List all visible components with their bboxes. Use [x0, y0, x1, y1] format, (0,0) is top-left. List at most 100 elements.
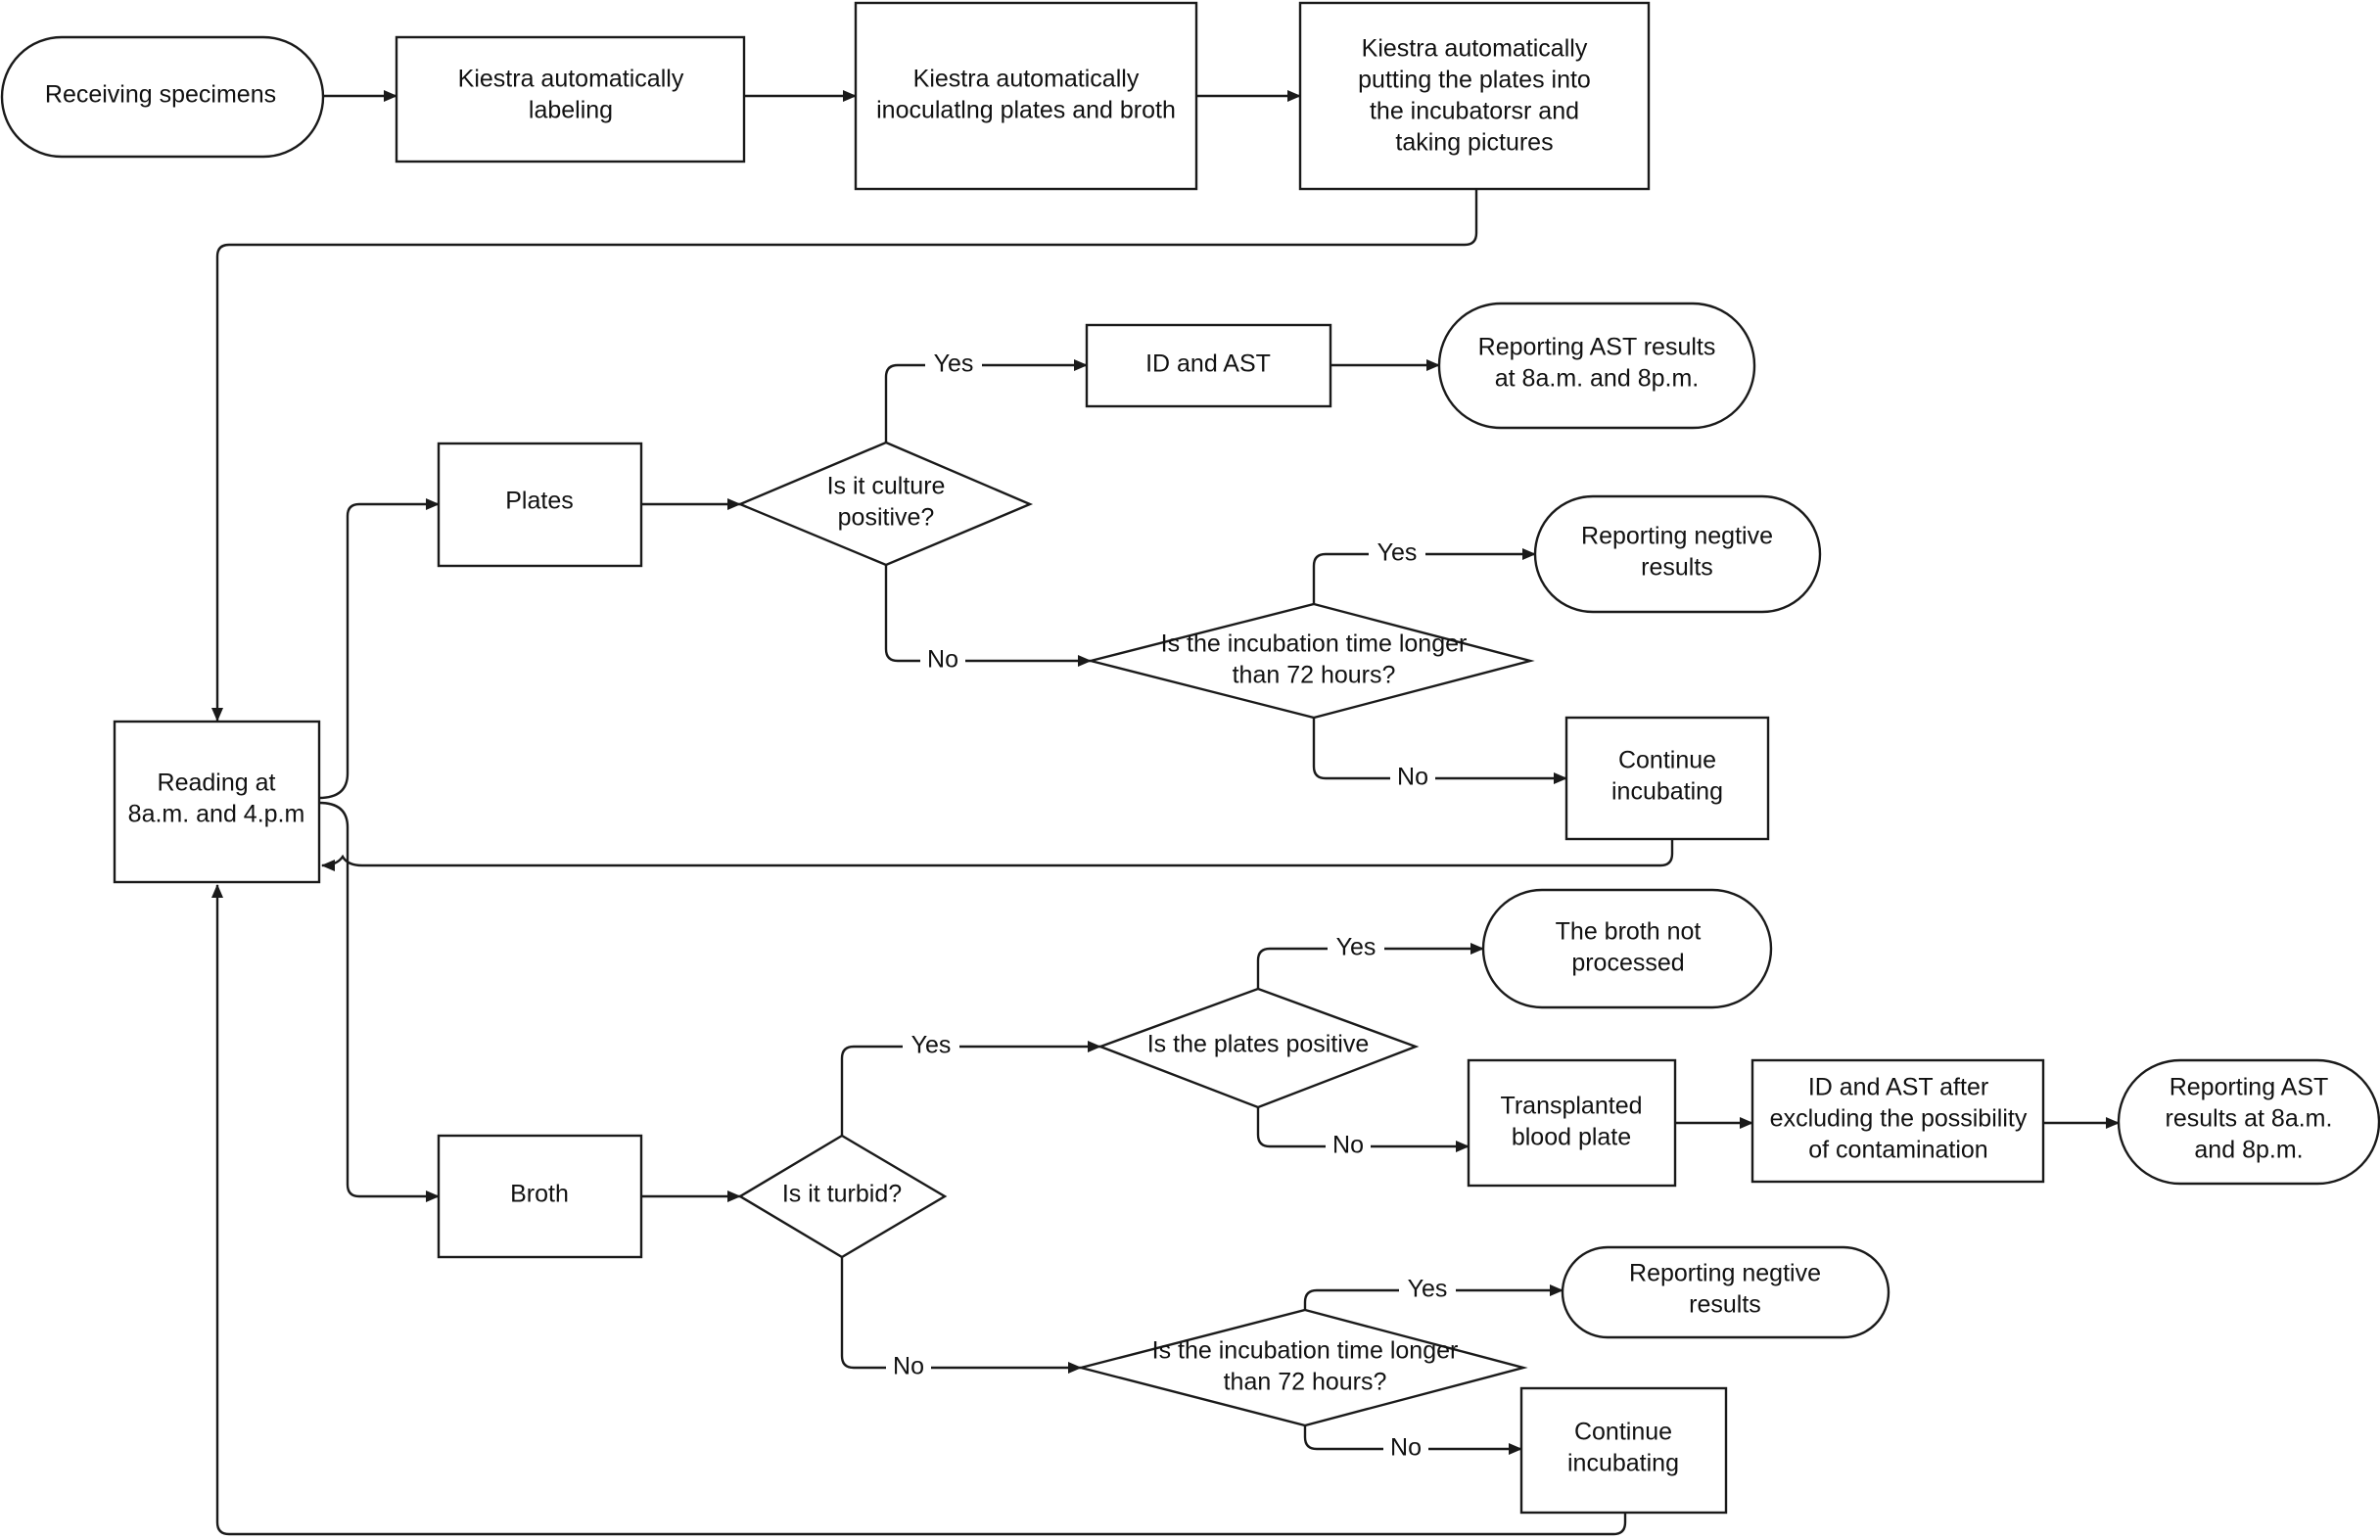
decision-label-line-2: than 72 hours? — [1224, 1369, 1387, 1396]
node-label-line-1: Reading at — [158, 770, 276, 797]
node-automatic-inoculating: Kiestra automatically inoculatlng plates… — [854, 1, 1198, 191]
edge-label-text: Yes — [934, 350, 974, 378]
node-label-line-1: Transplanted — [1501, 1093, 1643, 1120]
node-label-line-2: excluding the possibility — [1770, 1105, 2028, 1133]
node-reporting-negative-results-broth: Reporting negtive results — [1561, 1245, 1890, 1339]
node-reading: Reading at 8a.m. and 4.p.m — [113, 720, 321, 884]
decision-label: Is the plates positive — [1147, 1031, 1370, 1058]
edge-label-no-time1: No — [1390, 764, 1435, 792]
edge-reading-to-plates — [318, 498, 440, 800]
edge-incubator-to-reading — [211, 189, 1478, 722]
node-reporting-negative-results-plates: Reporting negtive results — [1533, 494, 1822, 614]
edge-label-text: Yes — [1336, 934, 1377, 961]
decision-culture-positive: Is it culture positive? — [736, 441, 1034, 567]
node-label-line-2: blood plate — [1512, 1124, 1631, 1151]
node-label-line-1: ID and AST after — [1808, 1074, 1988, 1101]
node-automatic-labeling: Kiestra automatically labeling — [395, 35, 746, 163]
edge-time1-no — [1312, 718, 1567, 784]
edge-label-yes-turbid: Yes — [903, 1032, 959, 1060]
node-label-line-2: processed — [1571, 950, 1684, 977]
node-transplanted-blood-plate: Transplanted blood plate — [1467, 1058, 1677, 1188]
edge-platespos-no — [1256, 1107, 1470, 1152]
edge-label-yes-time1: Yes — [1369, 539, 1425, 568]
edge-label-text: No — [1390, 1434, 1422, 1462]
edge-platespos-yes — [1256, 943, 1484, 989]
node-label-line-2: putting the plates into — [1358, 67, 1591, 94]
node-label: Broth — [510, 1181, 569, 1208]
node-id-and-ast-after-exclusion: ID and AST after excluding the possibili… — [1750, 1058, 2045, 1184]
node-reporting-ast-results: Reporting AST results at 8a.m. and 8p.m. — [1437, 302, 1756, 430]
node-label-line-2: at 8a.m. and 8p.m. — [1495, 365, 1699, 393]
edge-label-no-time2: No — [1383, 1434, 1428, 1463]
node-label-line-1: Continue — [1574, 1419, 1672, 1446]
node-label: ID and AST — [1145, 350, 1271, 378]
node-label-line-1: Kiestra automatically — [1362, 35, 1588, 63]
node-broth-not-processed: The broth not processed — [1481, 888, 1773, 1009]
edge-label-no-turbid: No — [886, 1353, 931, 1381]
node-label-line-2: results at 8a.m. — [2166, 1105, 2333, 1133]
node-broth: Broth — [437, 1134, 643, 1259]
node-reporting-ast-results-broth: Reporting AST results at 8a.m. and 8p.m. — [2117, 1058, 2380, 1186]
node-continue-incubating-plates: Continue incubating — [1564, 716, 1770, 841]
edge-label-text: No — [893, 1353, 924, 1380]
node-label-line-1: Reporting AST — [2170, 1074, 2329, 1101]
edge-time1-yes — [1312, 548, 1536, 604]
edge-label-no-plates-pos: No — [1326, 1132, 1371, 1160]
edge-label-yes-culture: Yes — [925, 350, 982, 379]
edge-culture-yes — [884, 359, 1088, 443]
edge-label-yes-time2: Yes — [1399, 1276, 1456, 1304]
node-label-line-1: Reporting AST results — [1478, 334, 1716, 361]
edge-label-text: Yes — [1377, 539, 1418, 567]
edge-continue2-to-reading — [211, 884, 1627, 1536]
node-label-line-3: of contamination — [1808, 1137, 1987, 1164]
node-label-line-2: incubating — [1611, 778, 1723, 806]
node-label-line-3: and 8p.m. — [2194, 1137, 2303, 1164]
node-label-line-2: results — [1641, 554, 1713, 582]
edge-reading-to-broth — [318, 801, 440, 1202]
node-incubator-and-pictures: Kiestra automatically putting the plates… — [1298, 1, 1651, 191]
decision-incubation-time-plates: Is the incubation time longer than 72 ho… — [1090, 602, 1535, 720]
edge-time2-yes — [1303, 1284, 1563, 1310]
edge-continue1-to-reading — [321, 839, 1674, 871]
edge-label-text: No — [1397, 764, 1428, 791]
node-label-line-1: Reporting negtive — [1581, 523, 1773, 550]
decision-label-line-1: Is it culture — [827, 473, 946, 500]
edge-culture-no — [884, 565, 1092, 667]
edge-time2-no — [1303, 1425, 1522, 1455]
node-label-line-1: Continue — [1618, 747, 1716, 774]
decision-label-line-1: Is the incubation time longer — [1152, 1337, 1459, 1365]
edge-turbid-yes — [840, 1041, 1101, 1136]
node-label: Plates — [505, 488, 573, 515]
node-label-line-2: results — [1689, 1291, 1761, 1319]
decision-label-line-2: positive? — [838, 504, 935, 532]
node-label-line-4: taking pictures — [1395, 129, 1553, 157]
edge-label-yes-plates-pos: Yes — [1328, 934, 1384, 962]
node-label-line-1: The broth not — [1556, 918, 1702, 946]
decision-is-turbid: Is it turbid? — [737, 1134, 948, 1259]
node-label-line-3: the incubatorsr and — [1370, 98, 1579, 125]
node-id-and-ast: ID and AST — [1085, 323, 1332, 408]
node-label-line-2: 8a.m. and 4.p.m — [128, 801, 305, 828]
decision-label: Is it turbid? — [782, 1181, 902, 1208]
node-plates: Plates — [437, 442, 643, 568]
edge-label-no-culture: No — [920, 646, 965, 675]
decision-label-line-2: than 72 hours? — [1233, 662, 1396, 689]
decision-incubation-time-broth: Is the incubation time longer than 72 ho… — [1080, 1308, 1528, 1427]
decision-label-line-1: Is the incubation time longer — [1161, 630, 1468, 658]
edge-label-text: No — [1332, 1132, 1364, 1159]
edge-label-text: No — [927, 646, 958, 674]
node-receiving-specimens: Receiving specimens — [0, 35, 325, 159]
node-label-line-1: Kiestra automatically — [458, 66, 684, 93]
connectors — [211, 90, 2120, 1536]
node-continue-incubating-broth: Continue incubating — [1519, 1386, 1728, 1515]
decision-plates-positive: Is the plates positive — [1097, 987, 1420, 1109]
node-label-line-2: labeling — [529, 97, 613, 124]
edge-label-text: Yes — [911, 1032, 952, 1059]
node-label-line-1: Reporting negtive — [1629, 1260, 1821, 1287]
node-label-line-2: inoculatlng plates and broth — [876, 97, 1176, 124]
node-label: Receiving specimens — [45, 81, 276, 109]
edge-turbid-no — [840, 1257, 1082, 1374]
node-label-line-2: incubating — [1567, 1450, 1679, 1477]
node-label-line-1: Kiestra automatically — [913, 66, 1140, 93]
edge-label-text: Yes — [1408, 1276, 1448, 1303]
